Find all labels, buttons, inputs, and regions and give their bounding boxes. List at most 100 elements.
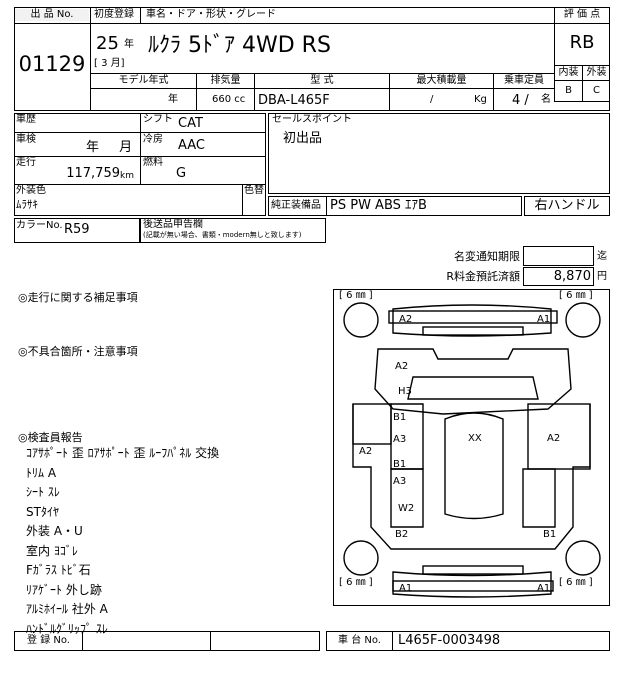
damage-rear-window: W2 — [398, 503, 414, 514]
damage-left-fender: A2 — [359, 446, 372, 457]
damage-diagram — [333, 289, 610, 606]
front-bumper-slot — [422, 326, 524, 336]
max-load-unit: Kg — [474, 94, 487, 105]
damage-left-front-door-dent: B1 — [393, 412, 406, 423]
exterior-grade: C — [593, 85, 600, 96]
tire-rear-right — [565, 540, 601, 576]
front-bumper-bar — [388, 310, 558, 324]
grade-value: RB — [569, 32, 595, 53]
rear-bumper-bar — [392, 580, 554, 592]
tire-rear-left — [343, 540, 379, 576]
chassis-number: L465F-0003498 — [398, 633, 501, 648]
damage-rear-bumper-left: A1 — [399, 583, 412, 594]
tire-front-left — [343, 302, 379, 338]
tire-label-br: [ 6 ㎜ ] — [559, 577, 593, 588]
report-line: Fｶﾞﾗｽ ﾄﾋﾞ石 — [26, 563, 91, 577]
reg-year: 25 — [96, 33, 119, 54]
recycle-label: R料金預託済額 — [446, 270, 520, 283]
left-panel-rear — [390, 468, 424, 528]
capacity-label: 乗車定員 — [504, 75, 544, 86]
windshield-line — [407, 376, 539, 400]
capacity-value: 4 / — [512, 93, 529, 108]
damage-hood: H3 — [398, 386, 412, 397]
sales-point-box — [268, 113, 610, 194]
recycle-field — [523, 267, 594, 286]
mileage-value: 117,759 — [66, 166, 120, 181]
right-panel-rear — [522, 468, 556, 528]
sales-point-label: セールスポイント — [272, 114, 352, 125]
steering-box — [524, 196, 610, 216]
type-value: DBA-L465F — [258, 93, 330, 108]
mileage-unit: km — [120, 171, 134, 181]
report-line: ｱﾙﾐﾎｲｰﾙ 社外 A — [26, 602, 108, 616]
color-no-box — [14, 218, 140, 243]
type-label: 型 式 — [310, 75, 334, 86]
car-name: ﾙｸﾗ 5ﾄﾞｱ 4WD RS — [148, 33, 331, 58]
tire-label-tl: [ 6 ㎜ ] — [339, 290, 373, 301]
later-doc-label: 後送品申告欄 — [143, 219, 203, 230]
max-load-value: / — [430, 94, 434, 105]
displacement-label: 排気量 — [210, 75, 241, 86]
report-line: ｼｰﾄ ｽﾚ — [26, 485, 60, 499]
history-label: 車歴 — [16, 114, 36, 125]
equipment-box — [268, 196, 522, 216]
chassis-box — [326, 631, 610, 651]
ext-color-label: 外装色 — [16, 185, 46, 196]
rear-bumper-slot — [422, 565, 524, 575]
equipment-value: PS PW ABS ｴｱB — [330, 198, 427, 213]
shift-value: CAT — [178, 116, 203, 131]
name-change-unit: 迄 — [597, 251, 607, 262]
ac-value: AAC — [178, 138, 205, 153]
lot-label: 出 品 No. — [15, 9, 89, 21]
later-doc-note: (記載が無い場合、書類・modern無しと致します) — [143, 231, 302, 239]
ext-color-value: ﾑﾗｻｷ — [16, 198, 38, 211]
later-doc-box — [140, 218, 326, 243]
name-change-label: 名変通知期限 — [454, 250, 520, 263]
report-line: ﾄﾘﾑ A — [26, 465, 57, 480]
car-outline-diagram: [ 6 ㎜ ] [ 6 ㎜ ] [ 6 ㎜ ] [ 6 ㎜ ] A2 A1 A2… — [339, 290, 601, 598]
first-reg-label: 初度登録 — [94, 9, 134, 20]
tire-front-right — [565, 302, 601, 338]
tire-label-tr: [ 6 ㎜ ] — [559, 290, 593, 301]
color-no-label: カラーNo. — [16, 220, 63, 231]
inspection-value: 年 月 — [86, 140, 133, 155]
shift-label: シフト — [143, 114, 173, 125]
color-no-value: R59 — [64, 222, 90, 237]
displacement-value: 660 cc — [212, 94, 246, 105]
model-year-label: モデル年式 — [118, 75, 169, 86]
damage-left-rear-door-dent: B1 — [393, 459, 406, 470]
equipment-label: 純正装備品 — [271, 200, 321, 211]
steering-value: 右ハンドル — [534, 198, 600, 213]
header-box — [14, 7, 610, 111]
report-line: 外装 A・U — [26, 524, 83, 538]
reg-month: [ 3 月] — [94, 58, 125, 69]
sales-point-value: 初出品 — [283, 131, 323, 146]
driving-notes-label: ◎走行に関する補足事項 — [18, 291, 138, 304]
rear-bumper-outline — [392, 571, 552, 598]
damage-front-bumper-right: A1 — [537, 314, 550, 325]
damage-left-front-door: A3 — [393, 434, 406, 445]
damage-front-bumper-left: A2 — [399, 314, 412, 325]
lot-number: 01129 — [18, 52, 86, 76]
damage-rear-bumper-right: A1 — [537, 583, 550, 594]
chassis-label: 車 台 No. — [338, 635, 381, 646]
exterior-label: 外装 — [586, 67, 607, 78]
reg-no-box — [14, 631, 320, 651]
damage-right-rear-quarter: B1 — [543, 529, 556, 540]
reg-no-label: 登 録 No. — [27, 635, 70, 646]
interior-label: 内装 — [558, 67, 579, 78]
report-line: ｺｱｻﾎﾟｰﾄ 歪 ﾛｱｻﾎﾟｰﾄ 歪 ﾙｰﾌﾊﾟﾈﾙ 交換 — [26, 446, 220, 460]
reg-year-unit: 年 — [124, 39, 134, 50]
hood-outline — [374, 348, 572, 415]
fuel-value: G — [176, 166, 187, 181]
report-line: STﾀｲﾔ — [26, 504, 59, 519]
name-change-field — [523, 246, 594, 266]
inspector-report-label: ◎検査員報告 — [18, 431, 83, 444]
front-bumper-outline — [392, 304, 552, 337]
ac-label: 冷房 — [143, 134, 163, 145]
capacity-unit: 名 — [541, 94, 551, 105]
roof-outline — [444, 412, 504, 520]
fuel-label: 燃料 — [143, 157, 163, 168]
inspector-report-lines: ｺｱｻﾎﾟｰﾄ 歪 ﾛｱｻﾎﾟｰﾄ 歪 ﾙｰﾌﾊﾟﾈﾙ 交換 ﾄﾘﾑ A ｼｰﾄ… — [26, 446, 326, 641]
tire-label-bl: [ 6 ㎜ ] — [339, 577, 373, 588]
